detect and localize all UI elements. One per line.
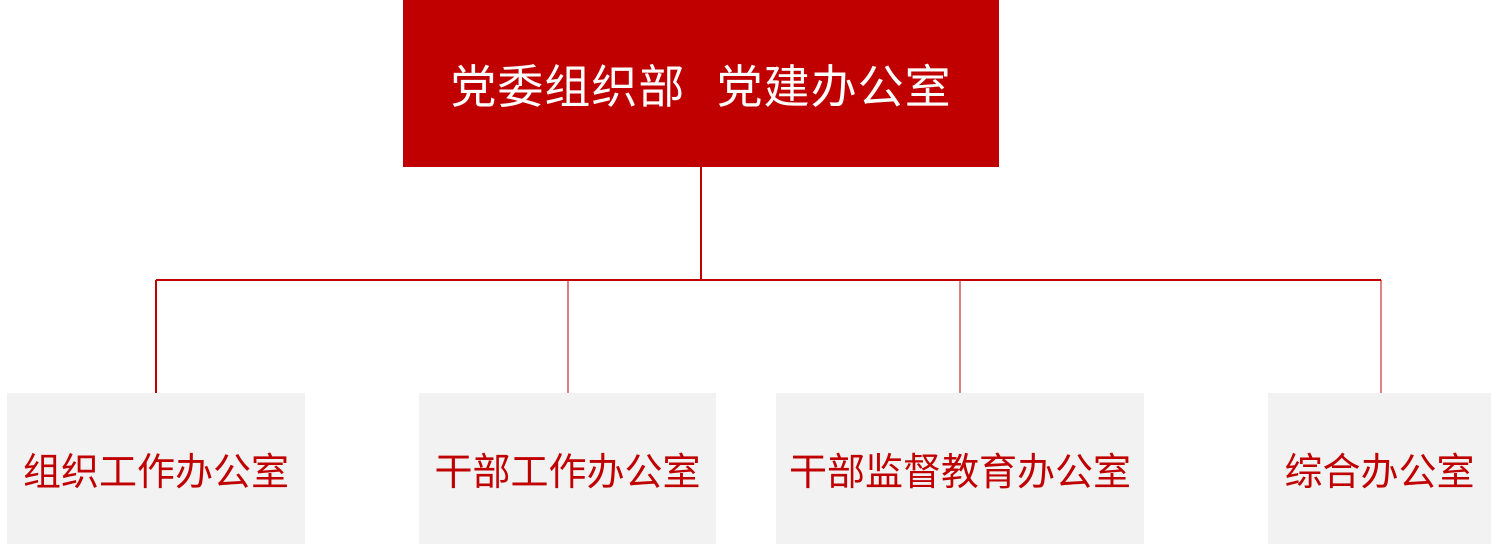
root-node: 党委组织部 党建办公室 <box>403 0 999 167</box>
child-node-general-office: 综合办公室 <box>1268 393 1491 544</box>
root-node-label: 党委组织部 党建办公室 <box>450 59 952 114</box>
child-node-label: 组织工作办公室 <box>22 450 289 494</box>
child-node-organization-office: 组织工作办公室 <box>7 393 305 544</box>
child-node-cadre-supervision-office: 干部监督教育办公室 <box>776 393 1144 544</box>
child-node-label: 干部监督教育办公室 <box>788 450 1131 494</box>
child-node-label: 干部工作办公室 <box>434 450 701 494</box>
child-node-cadre-office: 干部工作办公室 <box>419 393 716 544</box>
child-node-label: 综合办公室 <box>1284 450 1475 494</box>
